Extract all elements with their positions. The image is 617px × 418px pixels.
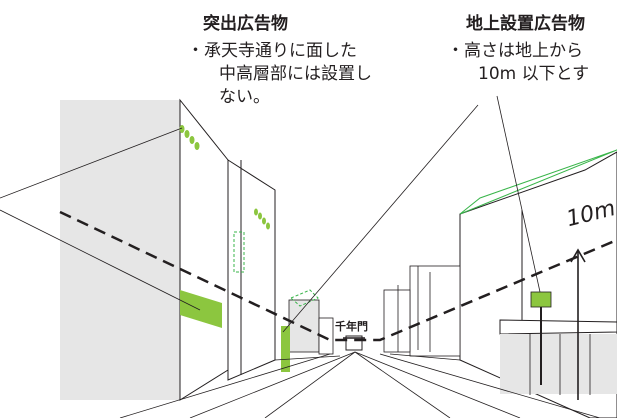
gate-label: 千年門	[335, 320, 368, 333]
protruding-sign-title: 突出広告物	[203, 14, 288, 34]
street-perspective-lines	[119, 351, 601, 418]
left-building-green-windows	[179, 125, 270, 230]
left-building-side	[179, 98, 229, 401]
protruding-sign-note-line-3: ない。	[219, 87, 270, 107]
shop-awning	[499, 319, 617, 335]
protruding-sign-left	[180, 290, 222, 328]
protruding-sign-narrow	[281, 326, 290, 372]
protruding-sign-note-line-1: ・承天寺通りに面した	[187, 41, 357, 61]
ground-sign-board	[530, 291, 552, 308]
protruding-sign-note-line-2: 中高層部には設置し	[219, 64, 372, 84]
ground-sign-title: 地上設置広告物	[466, 14, 585, 34]
ground-sign-note-line-1: ・高さは地上から	[447, 41, 583, 61]
dashed-sign-outline	[233, 231, 245, 273]
height-limit-dashed-line	[59, 210, 617, 342]
left-building-2	[227, 159, 276, 381]
ground-sign-note-line-2: 10m 以下とす	[478, 64, 590, 84]
left-building-front	[60, 100, 180, 400]
leader-lines	[0, 95, 541, 333]
